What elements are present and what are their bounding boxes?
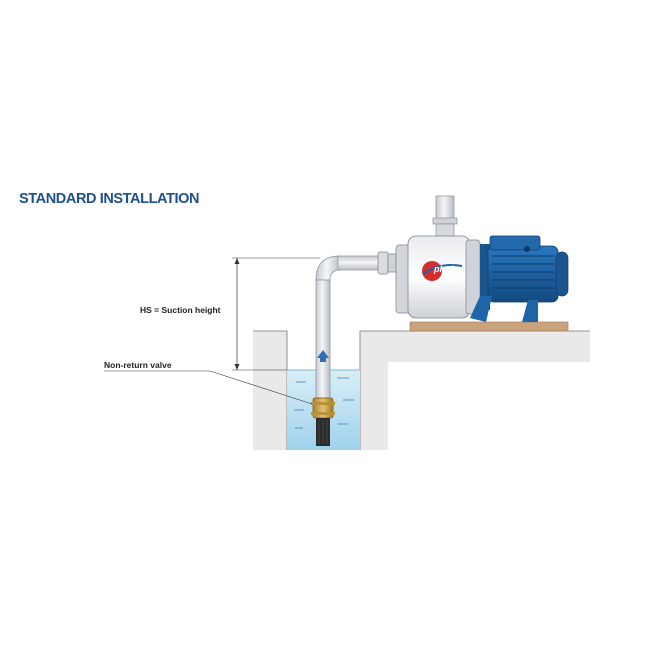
suction-height-dimension xyxy=(232,257,320,371)
valve-leader-line xyxy=(104,370,313,405)
non-return-valve xyxy=(311,397,335,446)
flow-arrow-icon xyxy=(317,350,329,362)
suction-pipe xyxy=(315,251,397,399)
discharge-pipe xyxy=(432,195,458,237)
pump-base xyxy=(409,321,569,332)
pump-motor xyxy=(470,235,569,322)
non-return-valve-label: Non-return valve xyxy=(104,360,172,370)
pump-logo-line2: jet xyxy=(446,275,459,285)
suction-height-label: HS = Suction height xyxy=(140,305,221,315)
pump-logo: pluri jet xyxy=(422,261,463,285)
diagram-title: STANDARD INSTALLATION xyxy=(19,191,200,207)
pump-logo-line1: pluri xyxy=(433,264,454,274)
pump-body: pluri jet xyxy=(395,235,481,319)
